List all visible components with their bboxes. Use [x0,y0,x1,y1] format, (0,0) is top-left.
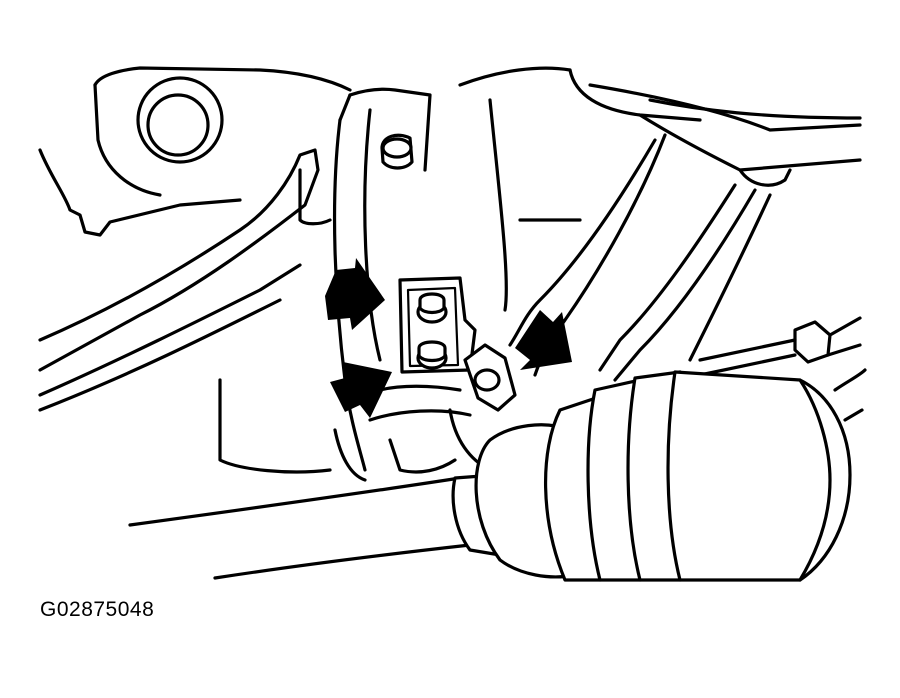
arrow-upper-left [325,258,385,330]
bracket-bolt-upper [416,292,448,324]
control-arm-upper [458,66,862,312]
callout-arrows [325,258,572,418]
stabilizer-rod [38,148,320,412]
cv-boot [451,368,867,582]
clamp-bolt [448,343,517,472]
right-bolt [698,316,862,377]
round-boss [136,76,224,164]
frame-member [298,87,432,472]
bracket-bolt-lower [416,340,448,370]
bracket-plate [398,276,477,374]
top-bolt [380,133,414,170]
figure-code: G02875048 [40,598,155,621]
lower-support [218,378,472,482]
axle-shaft [128,476,472,580]
arrow-right [515,310,572,370]
arrow-lower-left [330,362,392,418]
housing-upper-left [38,66,352,237]
diagonal-link [508,133,772,382]
